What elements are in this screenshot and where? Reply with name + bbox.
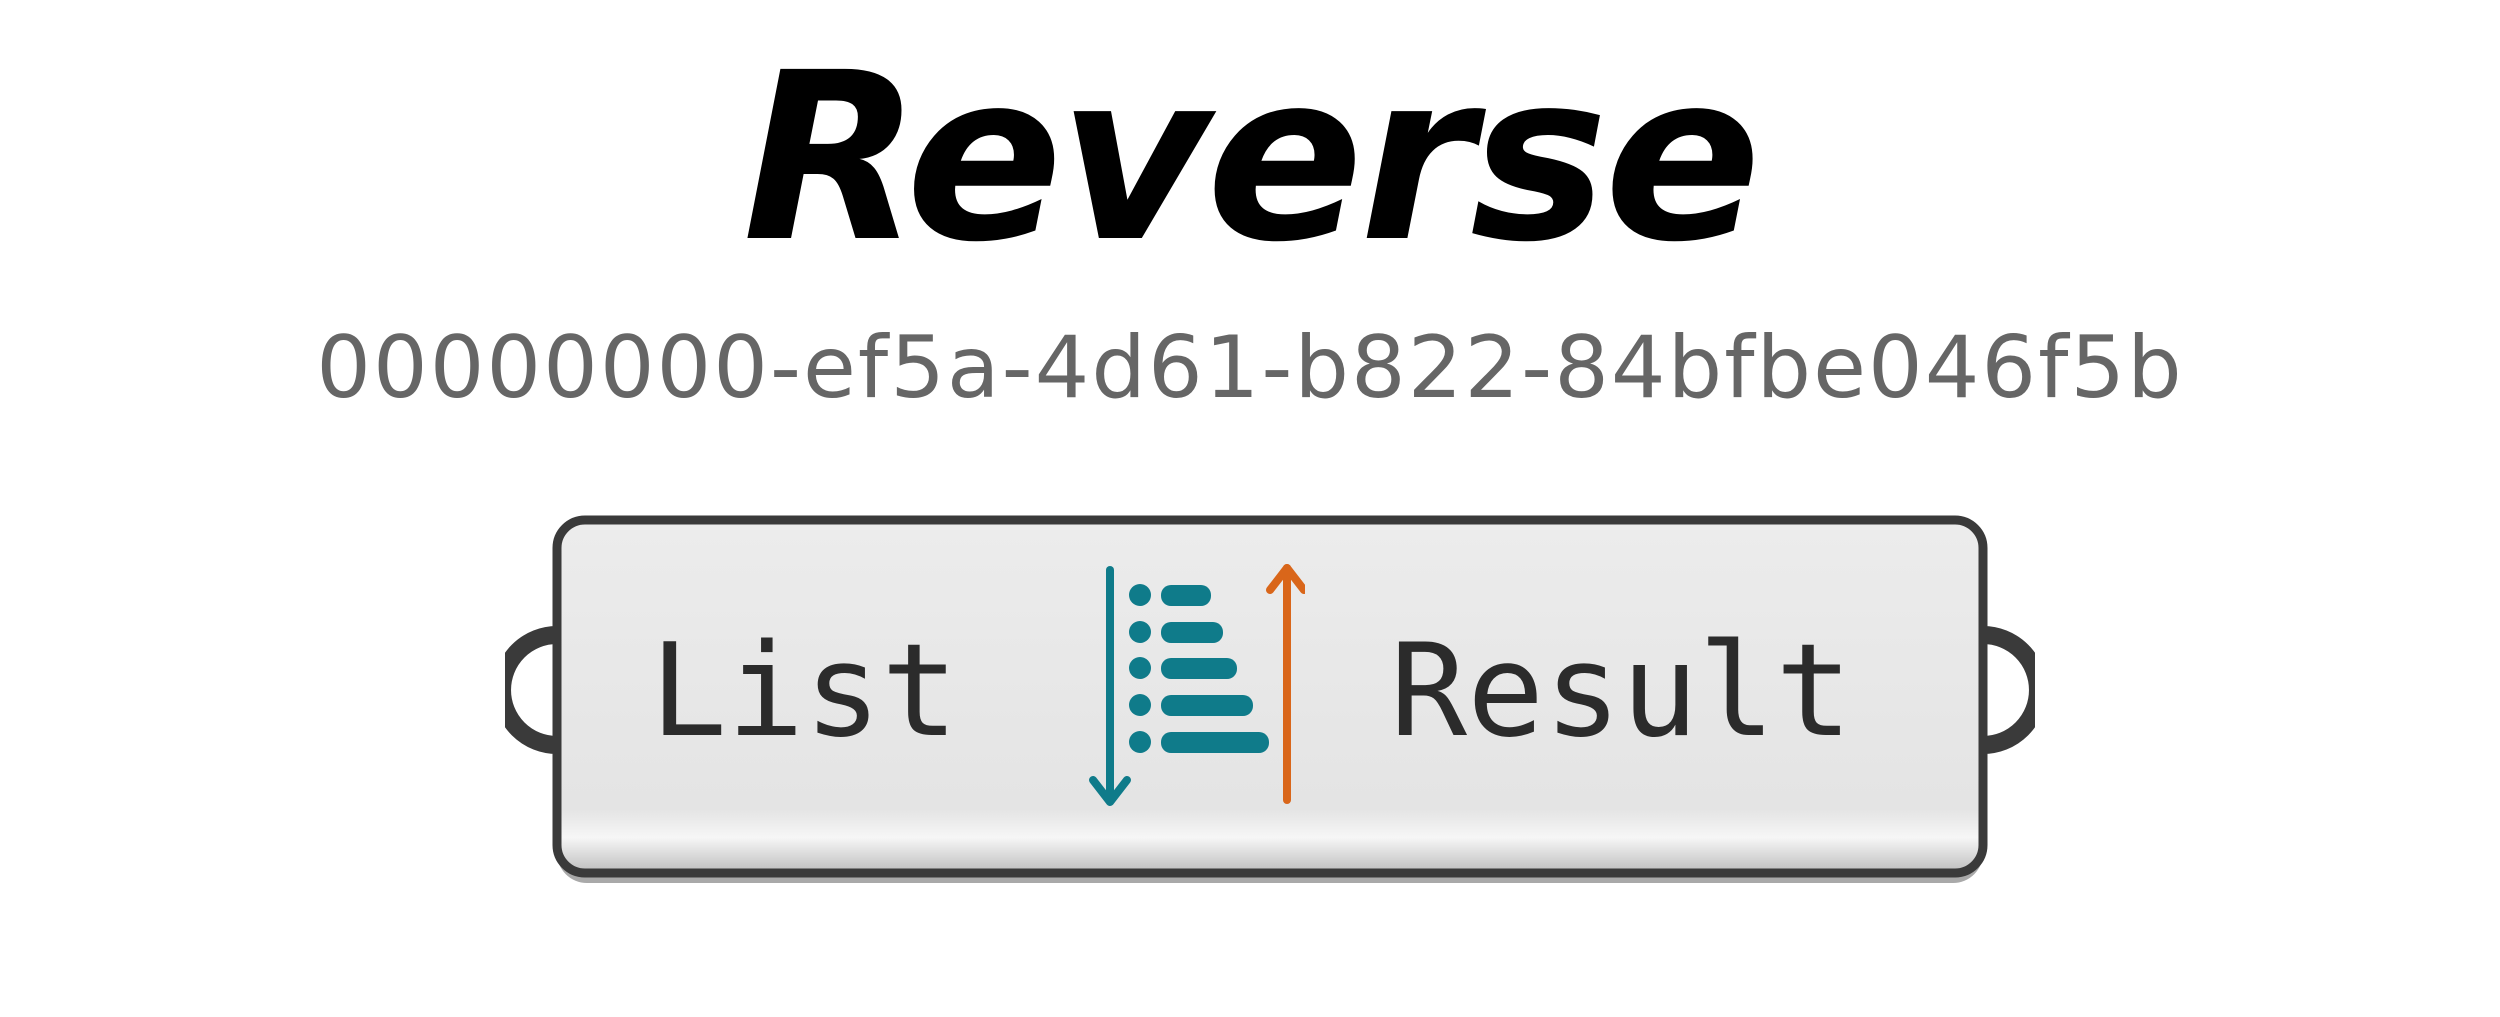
component-guid: 00000000-ef5a-4d61-b822-84bfbe046f5b: [316, 318, 2184, 418]
input-label: List: [650, 617, 959, 766]
component-body: [552, 515, 1988, 878]
component-shape: [505, 515, 2035, 883]
component-node[interactable]: List Result: [505, 505, 2035, 895]
reverse-list-icon: [1065, 560, 1305, 820]
component-title: Reverse: [742, 23, 1762, 293]
output-label: Result: [1390, 617, 1853, 766]
input-port: [505, 626, 566, 754]
output-port: [1974, 626, 2035, 754]
